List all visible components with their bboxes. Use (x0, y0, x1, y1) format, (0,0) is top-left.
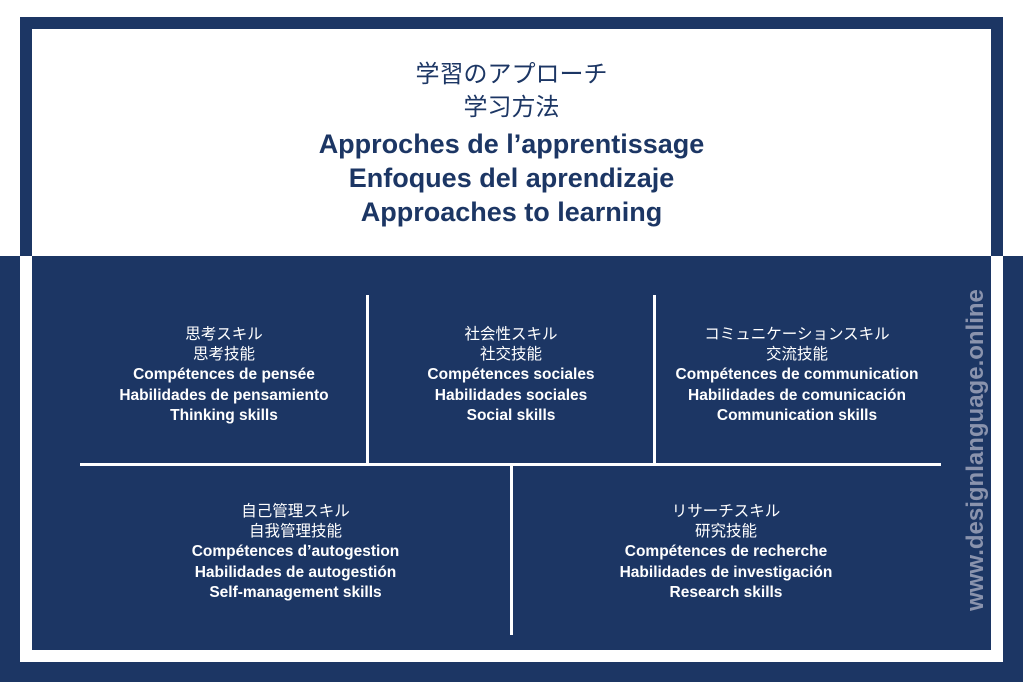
cell-zh: 自我管理技能 (248, 523, 342, 541)
cell-jp: 社会性スキル (464, 326, 558, 343)
title-en: Approaches to learning (360, 197, 663, 227)
skill-cell-self-management: 自己管理スキル 自我管理技能 Compétences d’autogestion… (80, 502, 511, 603)
title-zh: 学习方法 (463, 94, 560, 121)
cell-en: Social skills (466, 406, 556, 424)
cell-jp: 自己管理スキル (241, 503, 350, 520)
title-jp: 学習のアプローチ (415, 61, 608, 88)
cell-en: Thinking skills (170, 406, 278, 424)
frame-line-left (20, 256, 32, 662)
frame-right (991, 17, 1003, 256)
cell-es: Habilidades de investigación (619, 563, 833, 581)
cell-zh: 思考技能 (192, 346, 255, 364)
divider-horizontal (80, 463, 941, 466)
cell-fr: Compétences de pensée (133, 366, 315, 384)
skill-cell-communication: コミュニケーションスキル 交流技能 Compétences de communi… (654, 325, 940, 426)
cell-fr: Compétences sociales (427, 366, 595, 384)
cell-fr: Compétences de recherche (624, 543, 828, 561)
page-title: 学習のアプローチ 学习方法 Approches de l’apprentissa… (32, 58, 991, 229)
cell-es: Habilidades sociales (434, 386, 588, 404)
cell-jp: コミュニケーションスキル (704, 326, 890, 343)
cell-zh: 交流技能 (765, 346, 828, 364)
cell-en: Research skills (669, 583, 783, 601)
frame-left (20, 17, 32, 256)
cell-en: Communication skills (716, 406, 878, 424)
cell-fr: Compétences de communication (675, 366, 919, 384)
cell-es: Habilidades de comunicación (688, 386, 906, 404)
cell-zh: 社交技能 (479, 346, 542, 364)
frame-top (20, 17, 1003, 29)
cell-es: Habilidades de pensamiento (119, 386, 329, 404)
skill-cell-social: 社会性スキル 社交技能 Compétences sociales Habilid… (368, 325, 654, 426)
skill-cell-thinking: 思考スキル 思考技能 Compétences de pensée Habilid… (80, 325, 368, 426)
divider-vertical-3 (510, 465, 513, 635)
cell-jp: 思考スキル (185, 326, 263, 343)
watermark: www.designlanguage.online (962, 289, 989, 611)
cell-en: Self-management skills (209, 583, 382, 601)
cell-es: Habilidades de autogestión (194, 563, 397, 581)
title-es: Enfoques del aprendizaje (348, 163, 675, 193)
divider-vertical-2 (653, 295, 656, 465)
cell-zh: 研究技能 (694, 523, 757, 541)
cell-fr: Compétences d’autogestion (191, 543, 400, 561)
title-fr: Approches de l’apprentissage (318, 129, 705, 159)
frame-line-bottom (20, 650, 1003, 662)
cell-jp: リサーチスキル (671, 503, 781, 520)
frame-line-right (991, 256, 1003, 662)
skill-cell-research: リサーチスキル 研究技能 Compétences de recherche Ha… (511, 502, 941, 603)
divider-vertical-1 (366, 295, 369, 465)
